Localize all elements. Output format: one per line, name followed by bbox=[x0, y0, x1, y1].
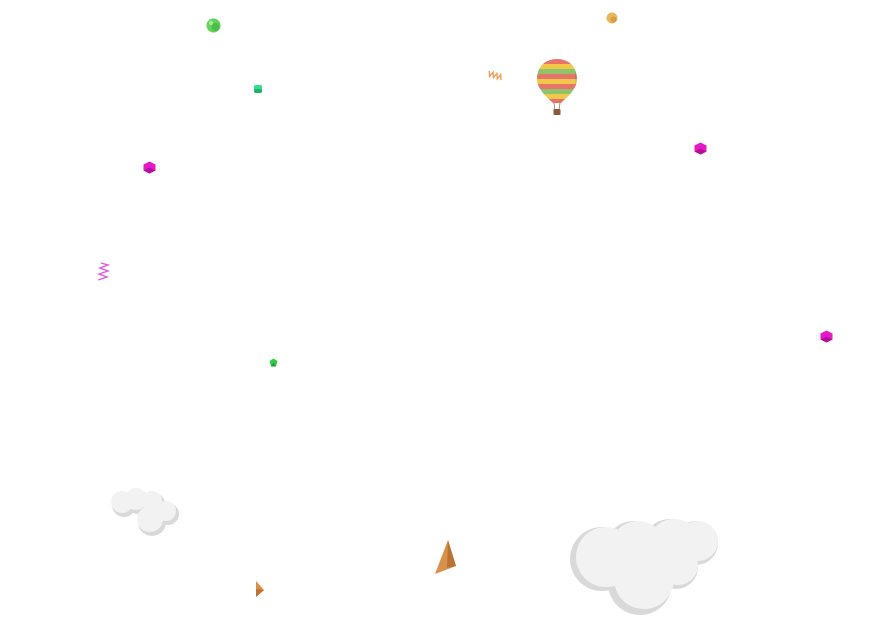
green-gem-icon bbox=[269, 358, 278, 367]
green-ball[interactable] bbox=[206, 18, 221, 33]
paper-shard-icon bbox=[435, 540, 456, 574]
paper-shard[interactable] bbox=[432, 538, 458, 576]
hot-air-balloon-icon bbox=[537, 59, 577, 115]
paper-shard-icon bbox=[256, 581, 264, 597]
magenta-gem[interactable] bbox=[143, 161, 156, 174]
pink-spring[interactable] bbox=[96, 262, 111, 282]
yellow-ball-icon bbox=[606, 12, 618, 24]
pink-spring-icon bbox=[96, 262, 111, 281]
magenta-gem-icon bbox=[820, 330, 833, 343]
orange-spring-icon bbox=[488, 70, 502, 81]
cloud[interactable] bbox=[566, 511, 722, 617]
hot-air-balloon[interactable] bbox=[535, 57, 579, 117]
cloud-icon bbox=[111, 488, 179, 536]
magenta-gem[interactable] bbox=[820, 330, 833, 343]
green-gem[interactable] bbox=[253, 84, 263, 94]
green-gem-icon bbox=[254, 85, 262, 93]
magenta-gem-icon bbox=[143, 161, 156, 174]
cloud-icon bbox=[570, 519, 718, 615]
paper-shard[interactable] bbox=[254, 580, 266, 598]
orange-spring[interactable] bbox=[487, 70, 504, 81]
magenta-gem-icon bbox=[694, 142, 707, 155]
magenta-gem[interactable] bbox=[694, 142, 707, 155]
green-ball-icon bbox=[206, 18, 221, 33]
green-gem[interactable] bbox=[269, 358, 278, 367]
cloud[interactable] bbox=[108, 486, 182, 538]
yellow-ball[interactable] bbox=[606, 12, 618, 24]
